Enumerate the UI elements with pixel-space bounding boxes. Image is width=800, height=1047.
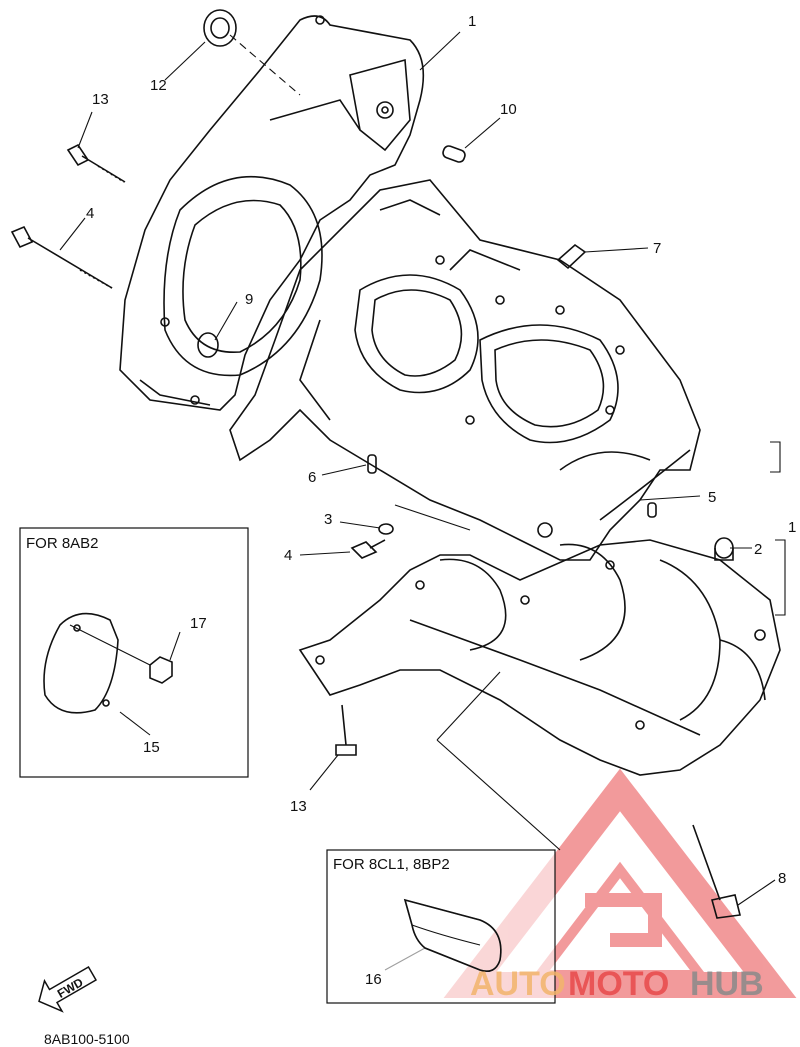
callout-1: 1 <box>468 13 476 30</box>
callout-4-lower: 4 <box>284 547 292 564</box>
nut-17 <box>149 656 173 684</box>
callout-16: 16 <box>365 971 382 988</box>
pin-6 <box>367 454 377 474</box>
callout-1-bracket: 1 <box>788 519 796 536</box>
callout-17: 17 <box>190 615 207 632</box>
cover-15 <box>43 612 119 714</box>
bolt-13-lower <box>335 704 357 756</box>
bolt-4-small <box>350 539 386 559</box>
callout-12: 12 <box>150 77 167 94</box>
pin-5 <box>647 502 657 518</box>
oil-seal-12 <box>203 9 237 47</box>
box-8cl1-8bp2: FOR 8CL1, 8BP2 <box>326 849 556 1004</box>
watermark-part3: HUB <box>690 965 764 1003</box>
small-parts <box>10 9 741 973</box>
leader-lines <box>59 31 786 971</box>
crankcase-side-cover <box>119 15 425 411</box>
callout-3: 3 <box>324 511 332 528</box>
box-8ab2: FOR 8AB2 <box>19 527 249 778</box>
upper-crankcase <box>229 179 701 561</box>
callout-4-upper: 4 <box>86 205 94 222</box>
stud-bolt-8 <box>692 824 741 919</box>
callout-5: 5 <box>708 489 716 506</box>
callout-10: 10 <box>500 101 517 118</box>
washer-3 <box>378 523 394 535</box>
collar-9 <box>197 332 219 358</box>
fitting-7 <box>556 243 587 270</box>
diagram-code: 8AB100-5100 <box>44 1031 130 1047</box>
fwd-arrow: FWD <box>38 965 98 1013</box>
bolt-4-long <box>10 225 113 289</box>
box-8cl1-label: FOR 8CL1, 8BP2 <box>333 856 450 873</box>
watermark-part1: AUTO <box>470 965 566 1003</box>
watermark-part2: MOTO <box>568 965 669 1003</box>
callout-6: 6 <box>308 469 316 486</box>
callout-9: 9 <box>245 291 253 308</box>
callout-13-upper: 13 <box>92 91 109 108</box>
callout-labels: 1 2 3 4 4 5 6 7 8 9 10 12 13 13 15 16 17… <box>86 13 796 988</box>
callout-15: 15 <box>143 739 160 756</box>
watermark-text: AUTO MOTO HUB <box>470 965 764 1003</box>
lower-crankcase <box>298 539 781 776</box>
callout-13-lower: 13 <box>290 798 307 815</box>
box-8ab2-label: FOR 8AB2 <box>26 535 99 552</box>
callout-8: 8 <box>778 870 786 887</box>
dowel-10 <box>442 145 466 163</box>
callout-2: 2 <box>754 541 762 558</box>
callout-7: 7 <box>653 240 661 257</box>
